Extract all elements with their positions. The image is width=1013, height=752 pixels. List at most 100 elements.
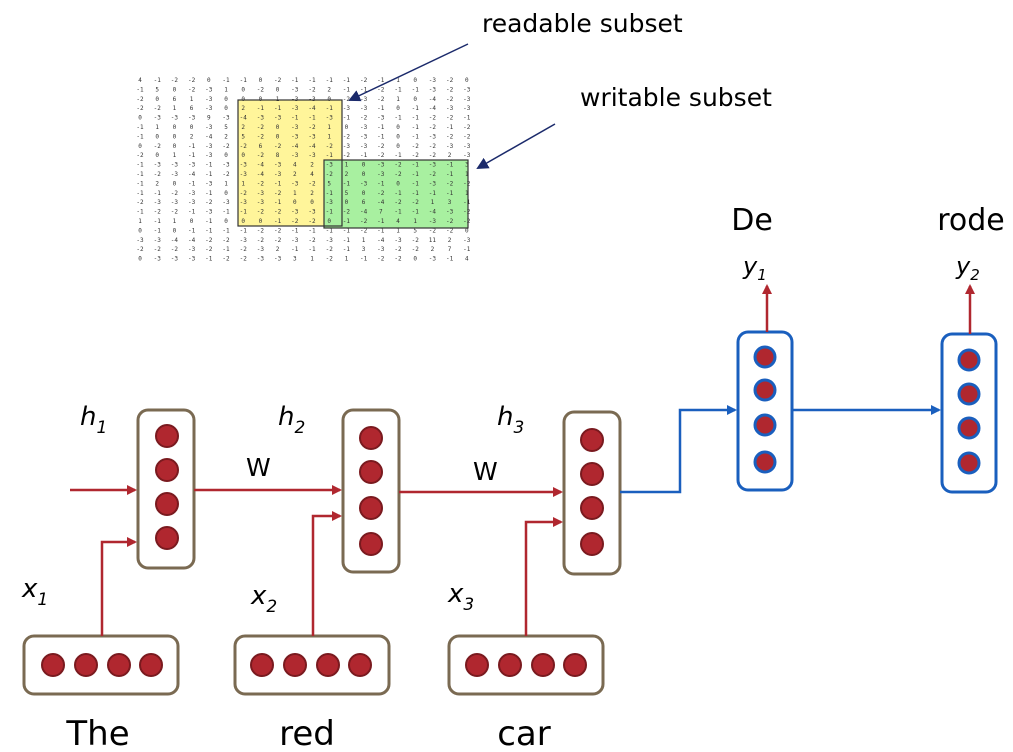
matrix-cell: 0 xyxy=(396,105,400,112)
matrix-cell: -1 xyxy=(205,171,213,178)
encoder-arrows xyxy=(70,485,563,636)
matrix-cell: 0 xyxy=(465,227,469,234)
matrix-cell: -2 xyxy=(240,190,248,197)
matrix-cell: -1 xyxy=(463,115,471,122)
matrix-cell: -1 xyxy=(463,199,471,206)
matrix-cell: -2 xyxy=(360,218,368,225)
matrix-cell: 0 xyxy=(241,86,245,93)
matrix-cell: -2 xyxy=(171,190,179,197)
matrix-cell: -2 xyxy=(308,218,316,225)
matrix-cell: 0 xyxy=(241,218,245,225)
matrix-cell: -3 xyxy=(308,96,316,103)
matrix-cell: 4 xyxy=(396,218,400,225)
matrix-cell: 1 xyxy=(396,96,400,103)
matrix-cell: 5 xyxy=(241,133,245,140)
matrix-cell: -3 xyxy=(188,162,196,169)
matrix-cell: -3 xyxy=(463,96,471,103)
matrix-cell: -3 xyxy=(291,105,299,112)
matrix-cell: -1 xyxy=(205,256,213,263)
matrix-cell: -2 xyxy=(222,143,230,150)
matrix-cell: 2 xyxy=(327,86,331,93)
matrix-cell: 0 xyxy=(259,96,263,103)
matrix-cell: -2 xyxy=(394,256,402,263)
matrix-cell: -3 xyxy=(291,180,299,187)
matrix-cell: -2 xyxy=(394,171,402,178)
matrix-cell: -2 xyxy=(154,171,162,178)
matrix-cell: -1 xyxy=(188,180,196,187)
matrix-cell: -1 xyxy=(412,133,420,140)
matrix-cell: 3 xyxy=(465,162,469,169)
matrix-cell: 1 xyxy=(465,171,469,178)
matrix-cell: -4 xyxy=(429,209,437,216)
matrix-cell: -2 xyxy=(429,171,437,178)
matrix-cell: -1 xyxy=(326,77,334,84)
matrix-cell: -3 xyxy=(343,143,351,150)
matrix-cell: -3 xyxy=(446,143,454,150)
matrix-cell: -1 xyxy=(326,152,334,159)
matrix-cell: -2 xyxy=(394,246,402,253)
matrix-cell: -3 xyxy=(274,256,282,263)
matrix-cell: -3 xyxy=(326,237,334,244)
matrix-cell: -2 xyxy=(136,105,144,112)
weight-label-1: W xyxy=(246,453,271,482)
matrix-cell: 7 xyxy=(448,246,452,253)
matrix-cell: -3 xyxy=(377,162,385,169)
matrix-cell: -2 xyxy=(429,124,437,131)
matrix-cell: -3 xyxy=(171,115,179,122)
matrix-cell: -2 xyxy=(326,246,334,253)
matrix-cell: -3 xyxy=(188,190,196,197)
matrix-cell: -2 xyxy=(308,124,316,131)
matrix-values: 4 -1 -2 -2 0 -1 -1 0 -2 -1 -1 -1 -1 -2 -1 1 0 -3 -2 0 -1 5 0 -2… xyxy=(136,77,470,263)
matrix-cell: 2 xyxy=(190,133,194,140)
matrix-cell: -3 xyxy=(429,256,437,263)
matrix-cell: -1 xyxy=(188,143,196,150)
matrix-cell: -2 xyxy=(326,143,334,150)
matrix-cell: -1 xyxy=(394,86,402,93)
matrix-cell: 9 xyxy=(207,115,211,122)
matrix-cell: -1 xyxy=(394,115,402,122)
matrix-cell: 5 xyxy=(413,227,417,234)
matrix-cell: 0 xyxy=(190,124,194,131)
matrix-cell: 4 xyxy=(310,171,314,178)
matrix-cell: 5 xyxy=(155,86,159,93)
matrix-cell: -1 xyxy=(446,162,454,169)
matrix-cell: -2 xyxy=(412,143,420,150)
matrix-cell: -1 xyxy=(326,105,334,112)
matrix-cell: -3 xyxy=(205,105,213,112)
matrix-cell: -1 xyxy=(446,256,454,263)
matrix-cell: -2 xyxy=(308,237,316,244)
matrix-cell: -3 xyxy=(343,105,351,112)
matrix-cell: 1 xyxy=(396,77,400,84)
hidden-state-2 xyxy=(341,408,401,574)
matrix-cell: -3 xyxy=(463,152,471,159)
readable-subset-label: readable subset xyxy=(482,9,683,38)
matrix-cell: -4 xyxy=(188,171,196,178)
y2-label: y2 xyxy=(955,252,980,284)
matrix-cell: -1 xyxy=(377,105,385,112)
matrix-cell: -3 xyxy=(291,124,299,131)
matrix-cell: -1 xyxy=(205,218,213,225)
matrix-cell: 1 xyxy=(276,96,280,103)
matrix-cell: 4 xyxy=(138,77,142,84)
matrix-cell: 1 xyxy=(224,86,228,93)
matrix-cell: -2 xyxy=(463,124,471,131)
readable-pointer-arrow xyxy=(348,43,469,102)
matrix-cell: 0 xyxy=(362,162,366,169)
matrix-cell: -2 xyxy=(205,237,213,244)
hidden-state-1 xyxy=(136,408,196,570)
matrix-cell: -3 xyxy=(188,256,196,263)
matrix-cell: -3 xyxy=(360,143,368,150)
matrix-cell: -3 xyxy=(188,199,196,206)
matrix-cell: -4 xyxy=(205,133,213,140)
matrix-cell: -1 xyxy=(360,256,368,263)
matrix-cell: -1 xyxy=(291,227,299,234)
matrix-cell: -1 xyxy=(343,86,351,93)
matrix-cell: -3 xyxy=(377,115,385,122)
matrix-cell: -1 xyxy=(377,124,385,131)
matrix-cell: 0 xyxy=(413,256,417,263)
matrix-cell: 0 xyxy=(396,143,400,150)
matrix-cell: -1 xyxy=(343,246,351,253)
matrix-cell: 2 xyxy=(276,246,280,253)
y1-label: y1 xyxy=(742,252,767,284)
matrix-cell: 7 xyxy=(379,209,383,216)
